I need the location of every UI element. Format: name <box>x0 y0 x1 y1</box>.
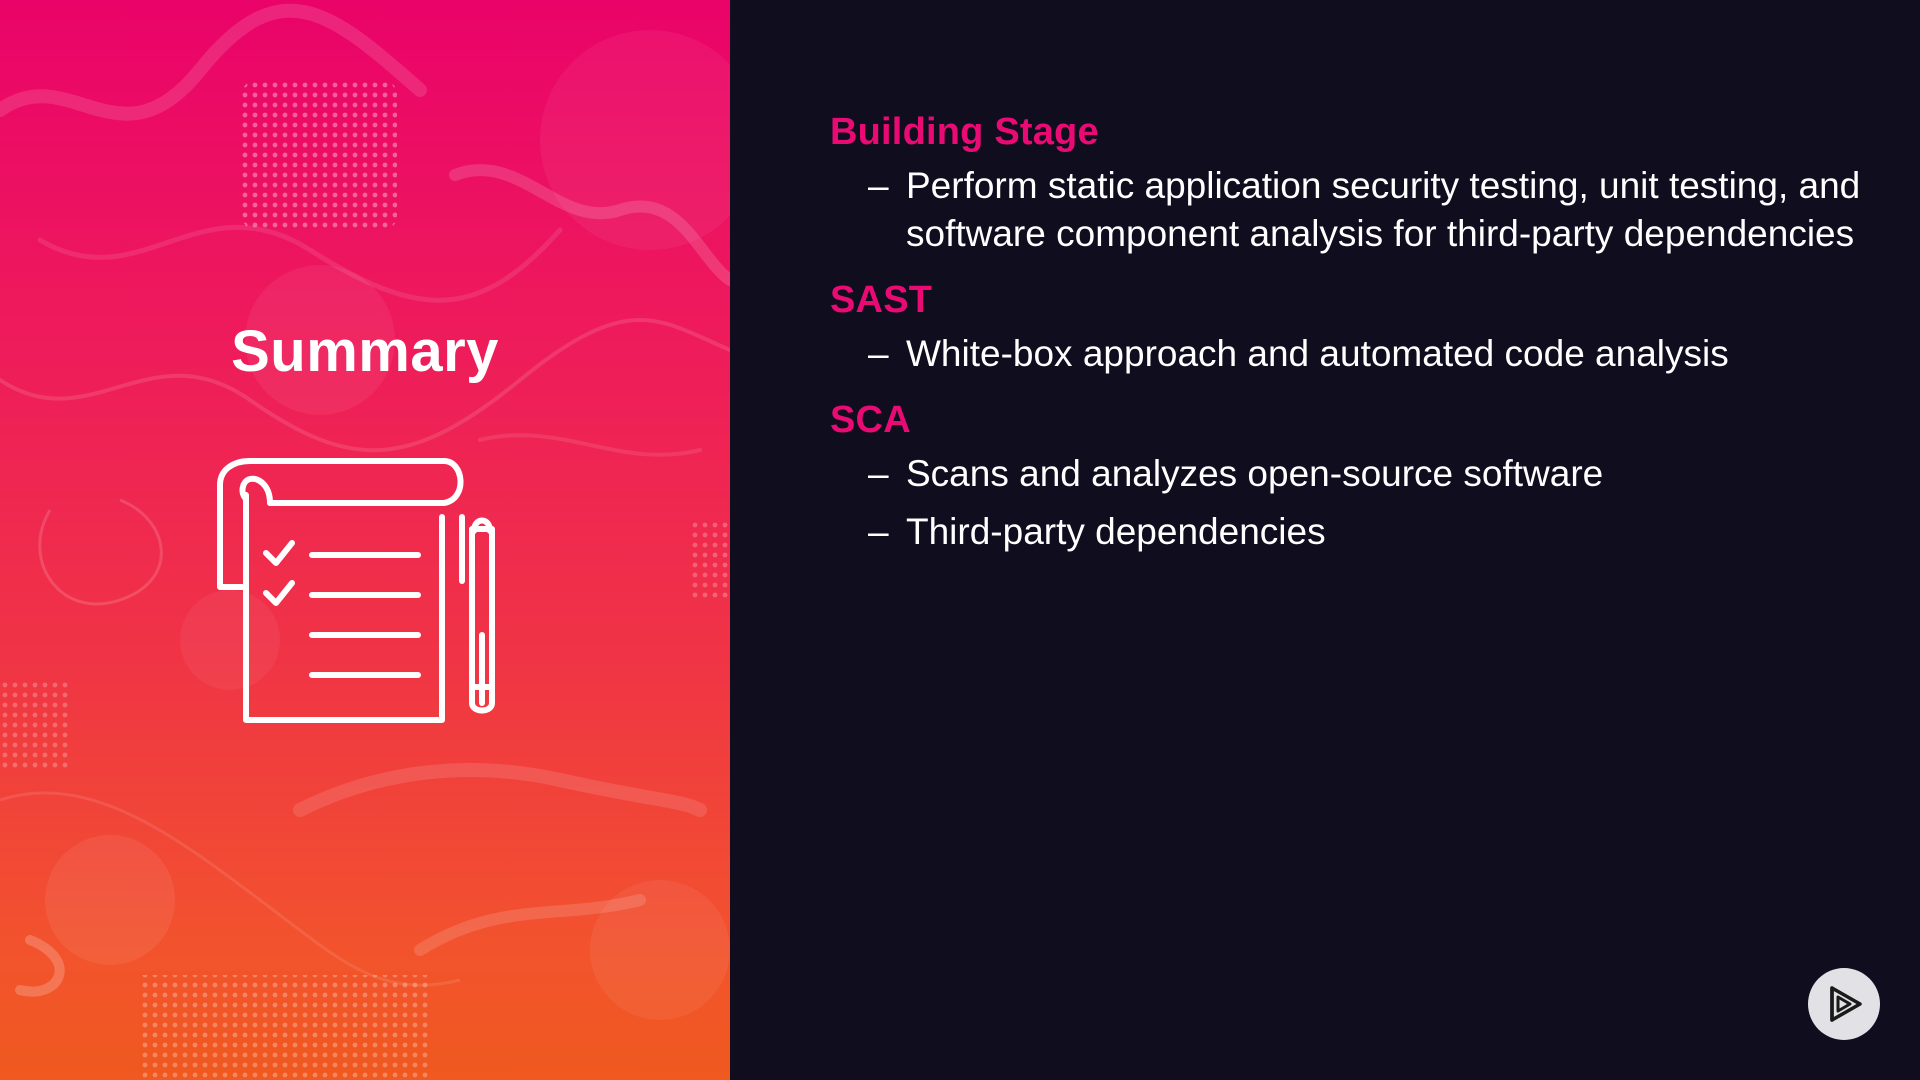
section-heading: SAST <box>830 279 933 321</box>
right-panel: Building Stage – Perform static applicat… <box>730 0 1920 1080</box>
bullet-dash: – <box>868 453 889 494</box>
play-logo-button[interactable] <box>1808 968 1880 1040</box>
bullet-text: Scans and analyzes open-source software <box>906 453 1604 494</box>
bullet-item: – Scans and analyzes open-source softwar… <box>830 450 1890 498</box>
bullet-text: White-box approach and automated code an… <box>906 333 1729 374</box>
section-building-stage: Building Stage – Perform static applicat… <box>830 108 1890 258</box>
bullet-item: – White-box approach and automated code … <box>830 330 1890 378</box>
bullet-text: Perform static application security test… <box>906 165 1861 254</box>
bullet-text: Third-party dependencies <box>906 511 1326 552</box>
background-decoration <box>0 3 730 1080</box>
bullet-list: – Perform static application security te… <box>830 162 1890 258</box>
section-heading: SCA <box>830 399 911 441</box>
bullet-dash: – <box>868 511 889 552</box>
bullet-item: – Perform static application security te… <box>830 162 1890 258</box>
slide-title: Summary <box>231 319 499 384</box>
bullet-list: – Scans and analyzes open-source softwar… <box>830 450 1890 556</box>
bullet-dash: – <box>868 333 889 374</box>
section-sca: SCA – Scans and analyzes open-source sof… <box>830 396 1890 556</box>
checklist-with-pen-icon <box>217 458 495 723</box>
bullet-dash: – <box>868 165 889 206</box>
bullet-item: – Third-party dependencies <box>830 508 1890 556</box>
left-panel: Summary <box>0 0 730 1080</box>
bullet-list: – White-box approach and automated code … <box>830 330 1890 378</box>
section-heading: Building Stage <box>830 111 1099 153</box>
play-logo-icon <box>1830 986 1862 1022</box>
section-sast: SAST – White-box approach and automated … <box>830 276 1890 378</box>
summary-content: Building Stage – Perform static applicat… <box>830 108 1890 574</box>
